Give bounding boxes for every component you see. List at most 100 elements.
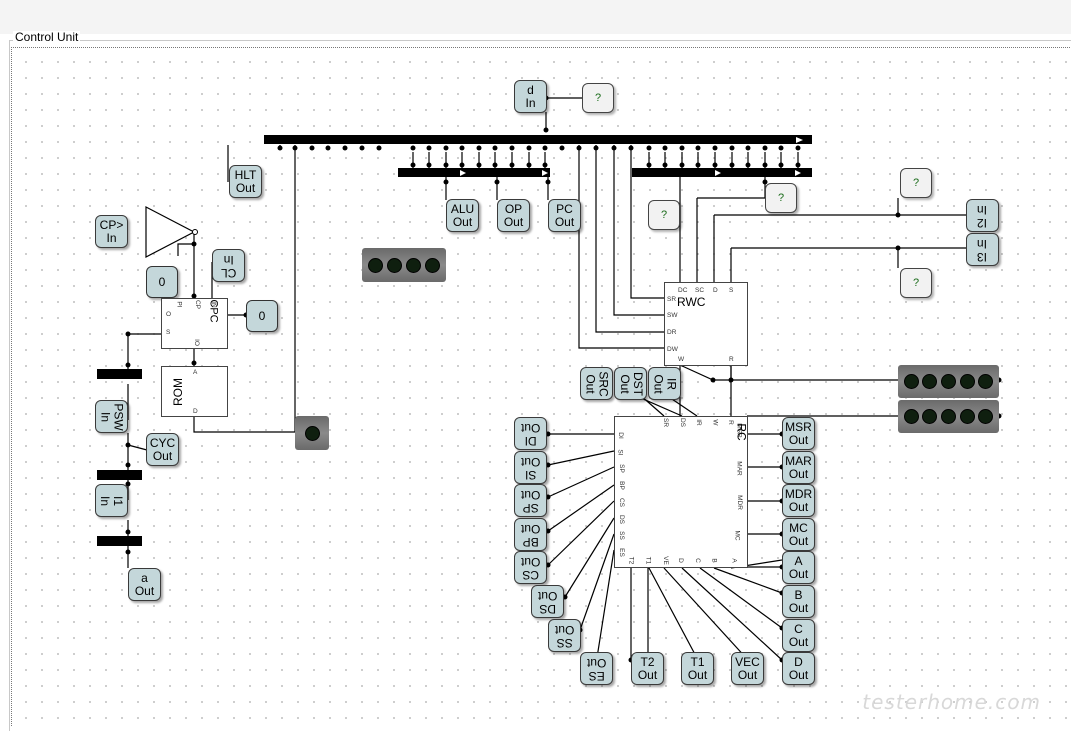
mc-output-pin[interactable]: MC Out [782,518,815,551]
pin-text: A Out [788,553,809,581]
pin-label: SI [616,449,624,456]
pin-text: T2 Out [637,654,658,682]
ir-output-pin[interactable]: IR Out [648,367,681,400]
ss-output-pin[interactable]: SS Out [548,619,581,652]
pin-label: DW [667,346,678,353]
alu-output-pin[interactable]: ALU Out [446,199,479,232]
sp-output-pin[interactable]: SP Out [514,484,547,517]
pin-label: IO [192,339,200,346]
pin-text: I1 In [98,495,126,506]
si-output-pin[interactable]: SI Out [514,451,547,484]
led-icon [922,409,938,424]
probe-left[interactable]: ? [648,200,680,230]
i2-input-pin[interactable]: I2 In [966,199,999,232]
pin-label: CS [618,497,626,508]
rc-chip-name: RC [734,423,749,441]
pin-text: DST Out [617,371,645,396]
pin-text: HLT Out [234,167,257,195]
pin-text: CYC Out [149,435,176,463]
pin-text: D Out [788,654,809,682]
d-input-pin[interactable]: d In [514,80,547,113]
pin-text: DS Out [537,588,558,616]
led-bar-5-top [898,365,999,398]
led-icon [903,374,919,389]
led-icon [922,374,938,389]
a-small-output-pin[interactable]: a Out [128,568,161,601]
pin-text: B Out [788,587,809,615]
pin-label: D [676,558,684,563]
pin-label: R [729,356,734,363]
t2-output-pin[interactable]: T2 Out [631,652,664,685]
pin-label: DI [616,432,624,439]
pin-label: SP [617,464,625,473]
pin-label: MDR [735,495,743,510]
hlt-output-pin[interactable]: HLT Out [229,165,262,198]
vec-output-pin[interactable]: VEC Out [731,652,764,685]
title-strip [0,0,1071,34]
pin-text: d In [525,82,536,110]
pin-label: VE [661,556,669,565]
led-icon [959,374,975,389]
cl-input-pin[interactable]: CL In [212,249,245,282]
mdr-output-pin[interactable]: MDR Out [782,484,815,517]
pin-text: OP Out [503,201,524,229]
pin-label: A [730,558,738,563]
constant-zero-right[interactable]: 0 [246,300,278,332]
pin-text: BP Out [520,521,541,549]
a-output-pin[interactable]: A Out [782,551,815,584]
rc-chip[interactable]: SR DS IR W R MSR DI SI SP BP CS DS SS ES… [614,416,749,568]
pc-output-pin[interactable]: PC Out [548,199,581,232]
pin-label: BP [617,481,625,490]
led-icon [903,409,919,424]
led-icon [368,257,383,273]
dst-output-pin[interactable]: DST Out [614,367,647,400]
bp-output-pin[interactable]: BP Out [514,518,547,551]
src-output-pin[interactable]: SRC Out [580,367,613,400]
pin-text: a Out [134,570,155,598]
constant-zero-left[interactable]: 0 [146,266,178,298]
cyc-output-pin[interactable]: CYC Out [146,433,179,466]
di-output-pin[interactable]: DI Out [514,417,547,450]
t1-output-pin[interactable]: T1 Out [681,652,714,685]
pin-text: PSW In [98,402,126,431]
cpc-chip[interactable]: PI CP IN O S IO CPC [161,298,228,349]
psw-input-pin[interactable]: PSW In [95,400,128,433]
cs-output-pin[interactable]: CS Out [514,551,547,584]
pin-text: SRC Out [583,370,611,397]
b-output-pin[interactable]: B Out [782,585,815,618]
pin-label: O [166,311,172,318]
probe-right-bottom[interactable]: ? [900,268,932,298]
msr-output-pin[interactable]: MSR Out [782,417,815,450]
probe-mid[interactable]: ? [765,183,797,213]
mar-output-pin[interactable]: MAR Out [782,451,815,484]
ds-output-pin[interactable]: DS Out [531,585,564,618]
pin-label: ES [617,548,625,557]
cp-input-pin[interactable]: CP> In [95,215,128,248]
pin-text: MSR Out [785,419,812,447]
i1-input-pin[interactable]: I1 In [95,484,128,517]
pin-label: SW [667,312,678,319]
pin-text: SS Out [554,622,575,650]
rom-chip[interactable]: A D ROM [161,366,228,417]
pin-label: B [710,558,718,563]
pin-label: MC [733,530,741,541]
i3-input-pin[interactable]: I3 In [966,233,999,266]
led-icon [387,257,402,273]
op-output-pin[interactable]: OP Out [497,199,530,232]
pin-text: MAR Out [785,453,812,481]
pin-label: W [711,419,719,426]
es-output-pin[interactable]: ES Out [580,652,613,685]
rwc-chip[interactable]: DC SC D S SR SW DR DW W R RWC [664,282,748,366]
pin-text: ES Out [586,655,607,683]
pin-text: T1 Out [687,654,708,682]
pin-label: SR [667,296,677,303]
d-output-pin[interactable]: D Out [782,652,815,685]
probe-right-top[interactable]: ? [900,168,932,198]
probe-top[interactable]: ? [582,83,614,113]
led-icon [425,257,440,273]
pin-text: MDR Out [784,486,813,514]
control-unit-groupbox [9,40,1071,731]
pin-label: CP [194,299,202,310]
pin-text: CP> In [99,217,124,245]
c-output-pin[interactable]: C Out [782,619,815,652]
